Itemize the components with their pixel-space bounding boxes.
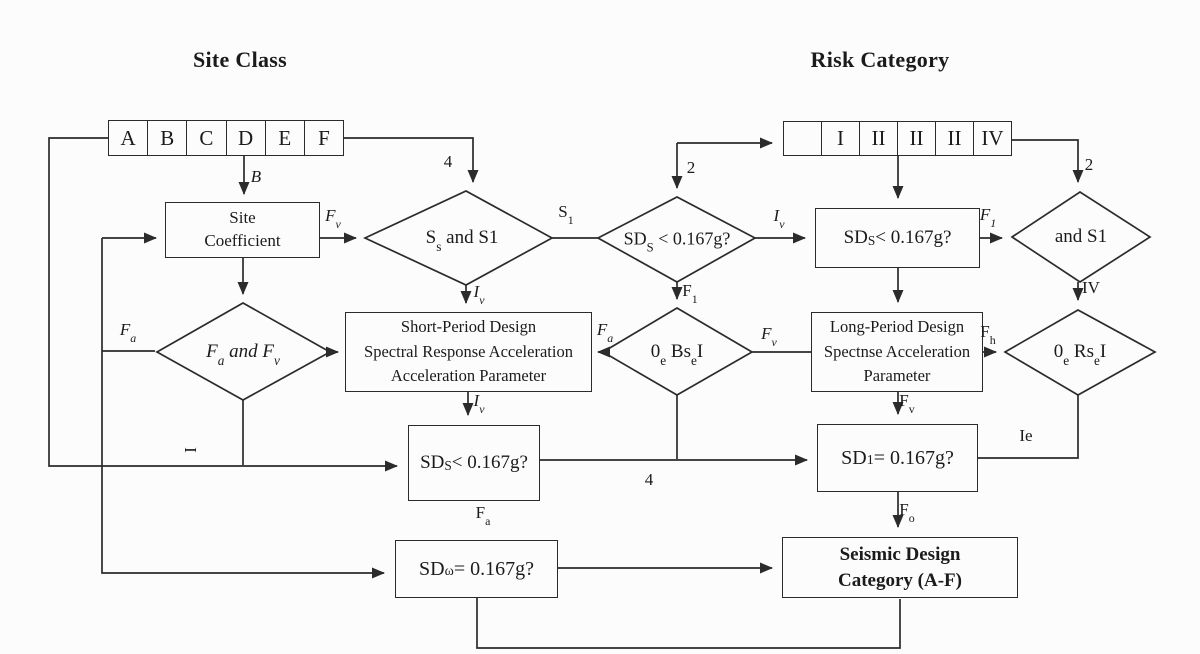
edge-label-4-mid: 4 bbox=[644, 470, 654, 489]
edge-label-2-mid: 2 bbox=[686, 158, 696, 177]
edge-label-iv-short: Iv bbox=[473, 391, 485, 416]
edge-label-s1: S1 bbox=[558, 202, 574, 227]
edge-label-fv-long: Fv bbox=[899, 391, 915, 416]
edge-strip-left-to-sds-bottom bbox=[48, 137, 398, 472]
edge-label-fa-bse: Fa bbox=[596, 320, 614, 345]
edge-label-fa-left: Fa bbox=[119, 320, 137, 345]
edge-label-fv-site: Fv bbox=[325, 206, 341, 231]
ss-and-s1-diamond-label: Ss and S1 bbox=[425, 227, 499, 254]
edge-label-fh: Fh bbox=[980, 322, 996, 347]
site-class-cell-a: A bbox=[120, 125, 136, 150]
risk-cell-5: IV bbox=[973, 122, 1011, 155]
edge-label-i-rotated: I bbox=[181, 447, 200, 453]
edge-label-iv-roman: IV bbox=[1082, 278, 1100, 297]
edge-strip-right-to-ss-s1 bbox=[343, 137, 479, 183]
rse-diamond-shape bbox=[1003, 309, 1157, 396]
site-class-cell-b: B bbox=[147, 121, 186, 155]
sds-mid-diamond-label: SDS < 0.167g? bbox=[623, 228, 731, 255]
site-class-strip: A B C D E F bbox=[108, 120, 344, 156]
edge-rse-to-sd1 bbox=[978, 395, 1079, 459]
edge-label-fo: Fo bbox=[899, 500, 915, 525]
edge-label-f1-right: F1 bbox=[979, 205, 997, 230]
site-class-cell-f: F bbox=[303, 121, 343, 155]
risk-cell-4: II bbox=[935, 122, 973, 155]
site-class-cell-d: D bbox=[225, 121, 265, 155]
edge-label-iv-mid: Iv bbox=[773, 206, 785, 231]
edge-label-fv-bse: Fv bbox=[761, 324, 777, 349]
edge-label-f1-mid: F1 bbox=[682, 281, 698, 306]
and-s1-diamond-label: and S1 bbox=[1054, 226, 1108, 247]
edge-label-4-top: 4 bbox=[443, 152, 453, 171]
site-class-title: Site Class bbox=[192, 47, 288, 72]
edge-label-b: B bbox=[250, 167, 262, 186]
risk-category-strip: I II II II IV bbox=[783, 121, 1012, 156]
risk-cell-3: II bbox=[897, 122, 935, 155]
risk-cell-1: I bbox=[821, 122, 859, 155]
edge-label-ie: Ie bbox=[1019, 426, 1033, 445]
edge-left-rail-to-sdw bbox=[101, 238, 385, 579]
risk-cell-2: II bbox=[859, 122, 897, 155]
edge-risk-strip-to-and-s1 bbox=[1012, 139, 1084, 183]
edge-label-2-right: 2 bbox=[1084, 155, 1094, 174]
bse-diamond-label: 0e BseI bbox=[650, 341, 704, 368]
edge-bottom-loop bbox=[476, 598, 901, 649]
and-s1-diamond-shape bbox=[1010, 190, 1152, 284]
risk-cell-blank bbox=[784, 122, 821, 155]
site-class-cell-e: E bbox=[264, 121, 304, 155]
risk-category-title: Risk Category bbox=[810, 47, 950, 72]
site-class-cell-c: C bbox=[186, 121, 225, 155]
fa-and-fv-diamond-label: Fa and Fv bbox=[206, 341, 280, 368]
rse-diamond-label: 0e RseI bbox=[1053, 341, 1107, 368]
edge-label-iv-ss: Iv bbox=[473, 282, 485, 307]
edge-label-fa-sds: Fa bbox=[475, 503, 491, 528]
